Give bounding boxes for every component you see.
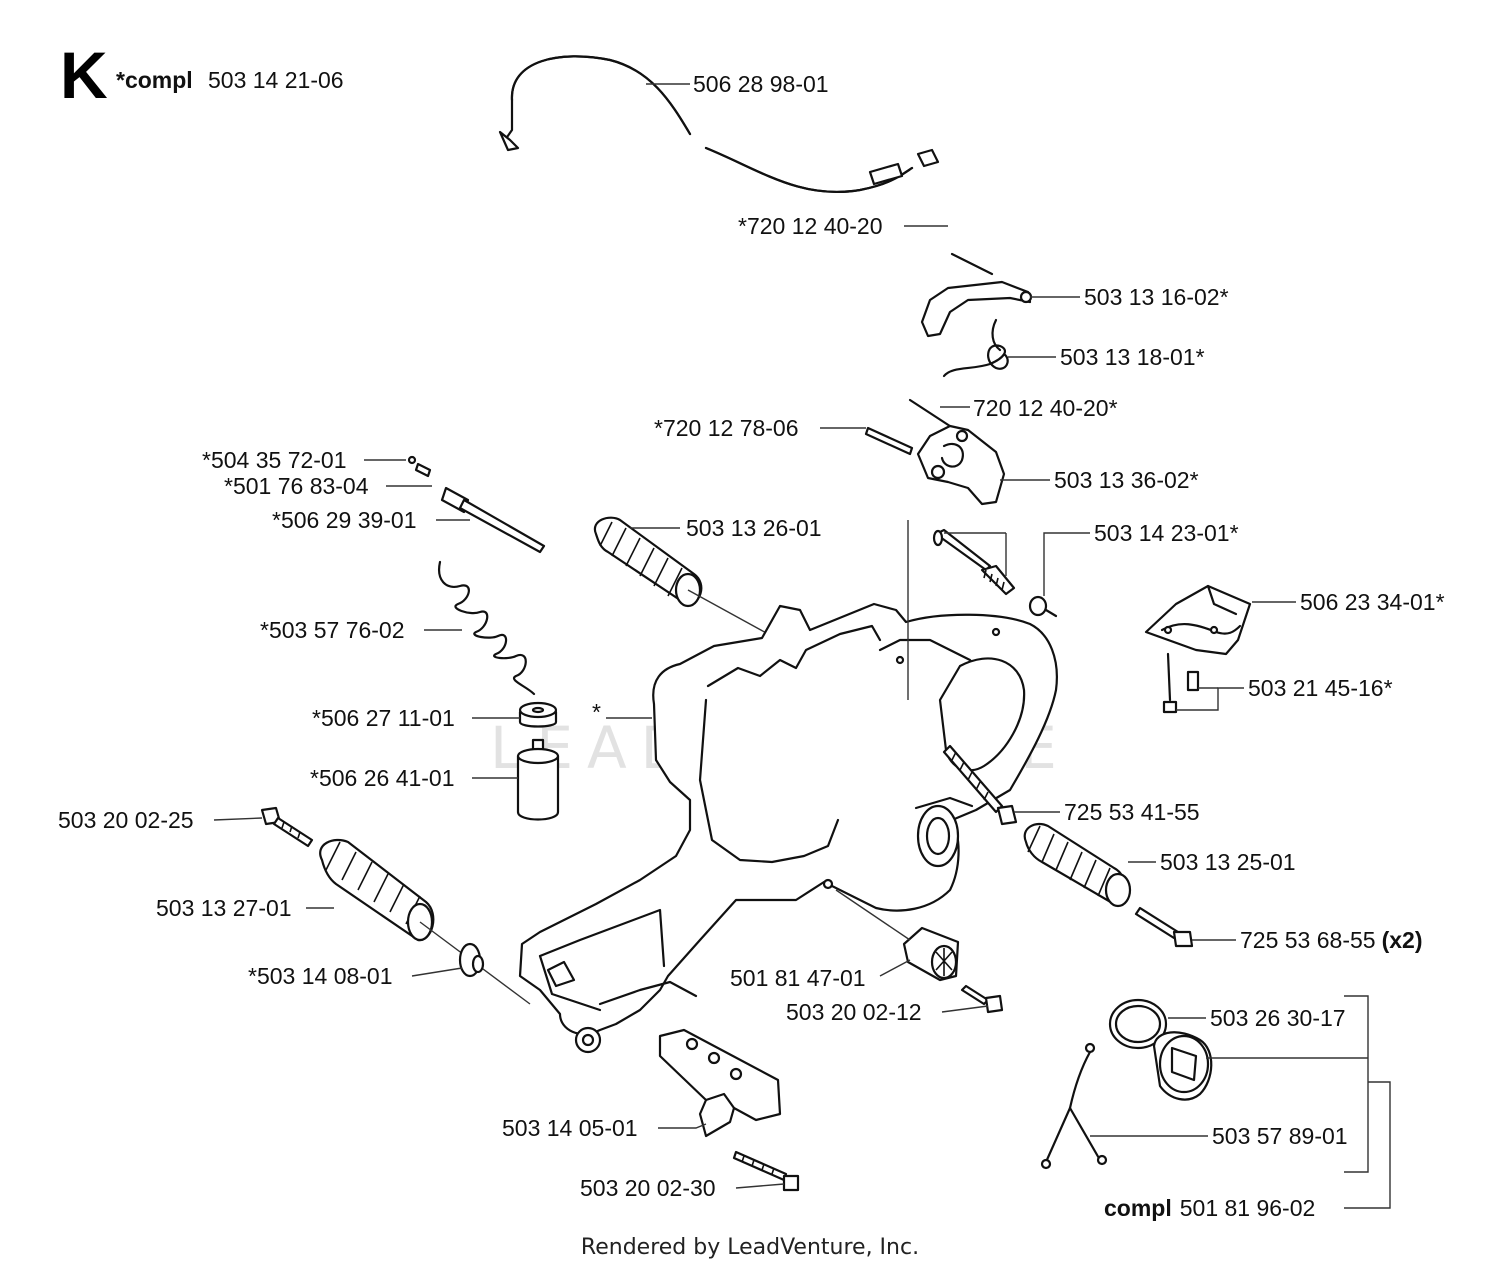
damper-right-drawing [1023, 822, 1194, 948]
callout-bracket: 503 13 36-02* [1054, 467, 1199, 493]
callout-filter: *506 26 41-01 [310, 765, 455, 791]
callout-tube-pipe: *506 29 39-01 [272, 507, 417, 533]
section-compl-number: 503 14 21-06 [208, 67, 344, 93]
fuel-pipe-drawing [407, 455, 546, 554]
spring-drawing [942, 318, 1009, 378]
callout-bolt-x2: 725 53 68-55(x2) [1240, 927, 1422, 953]
callout-cable: 506 28 98-01 [693, 71, 829, 97]
callout-oring: 503 26 30-17 [1210, 1005, 1346, 1031]
plate-screws-drawing [1162, 652, 1200, 714]
callout-plate-screws: 503 21 45-16* [1248, 675, 1393, 701]
callout-lever: 503 13 16-02* [1084, 284, 1229, 310]
callout-pin-long: *720 12 78-06 [654, 415, 799, 441]
screw-left-drawing [260, 806, 314, 848]
callout-cap-compl: compl 501 81 96-02 [1104, 1195, 1315, 1221]
tank-body-drawing [518, 602, 1058, 1054]
bushing-drawing [835, 889, 960, 982]
leader-lines [213, 83, 1391, 1209]
callout-damper-right: 503 13 25-01 [1160, 849, 1296, 875]
callout-pin-top: *720 12 40-20 [738, 213, 883, 239]
section-compl-prefix: *compl [116, 67, 193, 93]
throttle-cable-drawing [498, 55, 940, 194]
washer-drawing [458, 942, 485, 978]
callout-cap-compl-prefix: compl [1104, 1195, 1172, 1221]
plate-drawing [1144, 584, 1252, 656]
callout-hose: *503 57 76-02 [260, 617, 405, 643]
callout-strap: 503 57 89-01 [1212, 1123, 1348, 1149]
callout-tank-asm: * [592, 699, 601, 725]
bolt-right-drawing [942, 744, 1018, 826]
callout-bolt-x2-qty: (x2) [1382, 927, 1423, 953]
pins-drawing [864, 398, 958, 456]
damper-top-drawing [593, 516, 791, 647]
section-letter: K [60, 38, 108, 112]
callout-bushing: 501 81 47-01 [730, 965, 866, 991]
fuel-hose-drawing [438, 560, 536, 696]
filter-drawing [516, 701, 560, 821]
callout-damper-top: 503 13 26-01 [686, 515, 822, 541]
callout-screw-bushing: 503 20 02-12 [786, 999, 922, 1025]
callout-grommet: *506 27 11-01 [312, 705, 455, 731]
callout-screw-limiter: 503 20 02-30 [580, 1175, 716, 1201]
callout-plate: 506 23 34-01* [1300, 589, 1445, 615]
callout-pin-mid: 720 12 40-20* [973, 395, 1118, 421]
lever-drawing [920, 252, 1033, 338]
bracket-drawing [916, 424, 1006, 506]
callout-spring: 503 13 18-01* [1060, 344, 1205, 370]
screw-bushing-drawing [960, 984, 1004, 1014]
callout-washer: *503 14 08-01 [248, 963, 393, 989]
callout-nipple: *504 35 72-01 [202, 447, 347, 473]
cap-assembly-drawing [1040, 998, 1213, 1170]
callout-screw-set: 503 14 23-01* [1094, 520, 1239, 546]
callout-cap-compl-number: 501 81 96-02 [1180, 1195, 1316, 1221]
callout-damper-left: 503 13 27-01 [156, 895, 292, 921]
callout-screw-left: 503 20 02-25 [58, 807, 194, 833]
screw-limiter-drawing [732, 1150, 800, 1192]
limiter-drawing [658, 1028, 782, 1138]
screw-set-drawing [932, 528, 1058, 618]
callout-bolt-right: 725 53 41-55 [1064, 799, 1200, 825]
footer-credit: Rendered by LeadVenture, Inc. [581, 1235, 919, 1260]
callout-bolt-x2-number: 725 53 68-55 [1240, 927, 1376, 953]
callout-clip: *501 76 83-04 [224, 473, 369, 499]
callout-limiter: 503 14 05-01 [502, 1115, 638, 1141]
callout-labels: 506 28 98-01 *720 12 40-20 503 13 16-02*… [58, 71, 1445, 1221]
